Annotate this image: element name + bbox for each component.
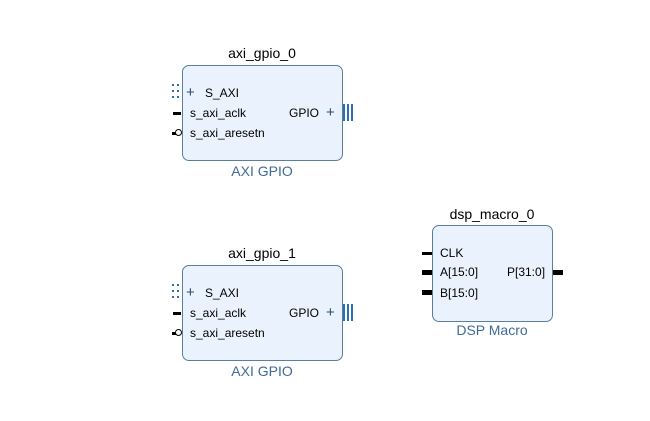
bus-interface-icon[interactable] [342, 303, 354, 323]
port-s-axi-aclk[interactable]: s_axi_aclk [190, 306, 247, 320]
port-p[interactable]: P[31:0] [507, 265, 546, 279]
bus-interface-icon[interactable] [342, 103, 354, 123]
expand-plus-icon[interactable]: + [186, 284, 195, 301]
bus-pin[interactable] [553, 270, 563, 275]
block-body[interactable] [182, 265, 343, 361]
clock-pin[interactable] [173, 312, 181, 315]
block-body[interactable] [182, 65, 343, 161]
axi-interface-icon[interactable] [171, 283, 183, 303]
port-gpio[interactable]: GPIO [289, 106, 320, 120]
block-instance-name: axi_gpio_0 [228, 45, 296, 61]
reset-pin[interactable] [172, 132, 176, 135]
bus-pin[interactable] [422, 270, 432, 275]
clock-pin[interactable] [422, 252, 432, 255]
port-b[interactable]: B[15:0] [440, 286, 479, 300]
block-type-label: AXI GPIO [231, 363, 293, 379]
port-s-axi-aresetn[interactable]: s_axi_aresetn [190, 326, 265, 340]
port-clk[interactable]: CLK [440, 246, 464, 260]
active-low-bubble-icon [175, 129, 182, 136]
port-s-axi[interactable]: S_AXI [205, 86, 240, 100]
bus-pin[interactable] [422, 290, 432, 295]
block-instance-name: axi_gpio_1 [228, 245, 296, 261]
block-type-label: AXI GPIO [231, 163, 293, 179]
expand-plus-icon[interactable]: + [326, 304, 335, 321]
port-gpio[interactable]: GPIO [289, 306, 320, 320]
block-instance-name: dsp_macro_0 [449, 206, 535, 222]
block-type-label: DSP Macro [456, 322, 528, 338]
reset-pin[interactable] [172, 332, 176, 335]
active-low-bubble-icon [175, 329, 182, 336]
expand-plus-icon[interactable]: + [326, 104, 335, 121]
axi-interface-icon[interactable] [171, 83, 183, 103]
port-s-axi[interactable]: S_AXI [205, 286, 240, 300]
port-s-axi-aresetn[interactable]: s_axi_aresetn [190, 126, 265, 140]
clock-pin[interactable] [173, 112, 181, 115]
port-s-axi-aclk[interactable]: s_axi_aclk [190, 106, 247, 120]
block-body[interactable] [432, 225, 553, 322]
expand-plus-icon[interactable]: + [186, 84, 195, 101]
port-a[interactable]: A[15:0] [440, 265, 479, 279]
